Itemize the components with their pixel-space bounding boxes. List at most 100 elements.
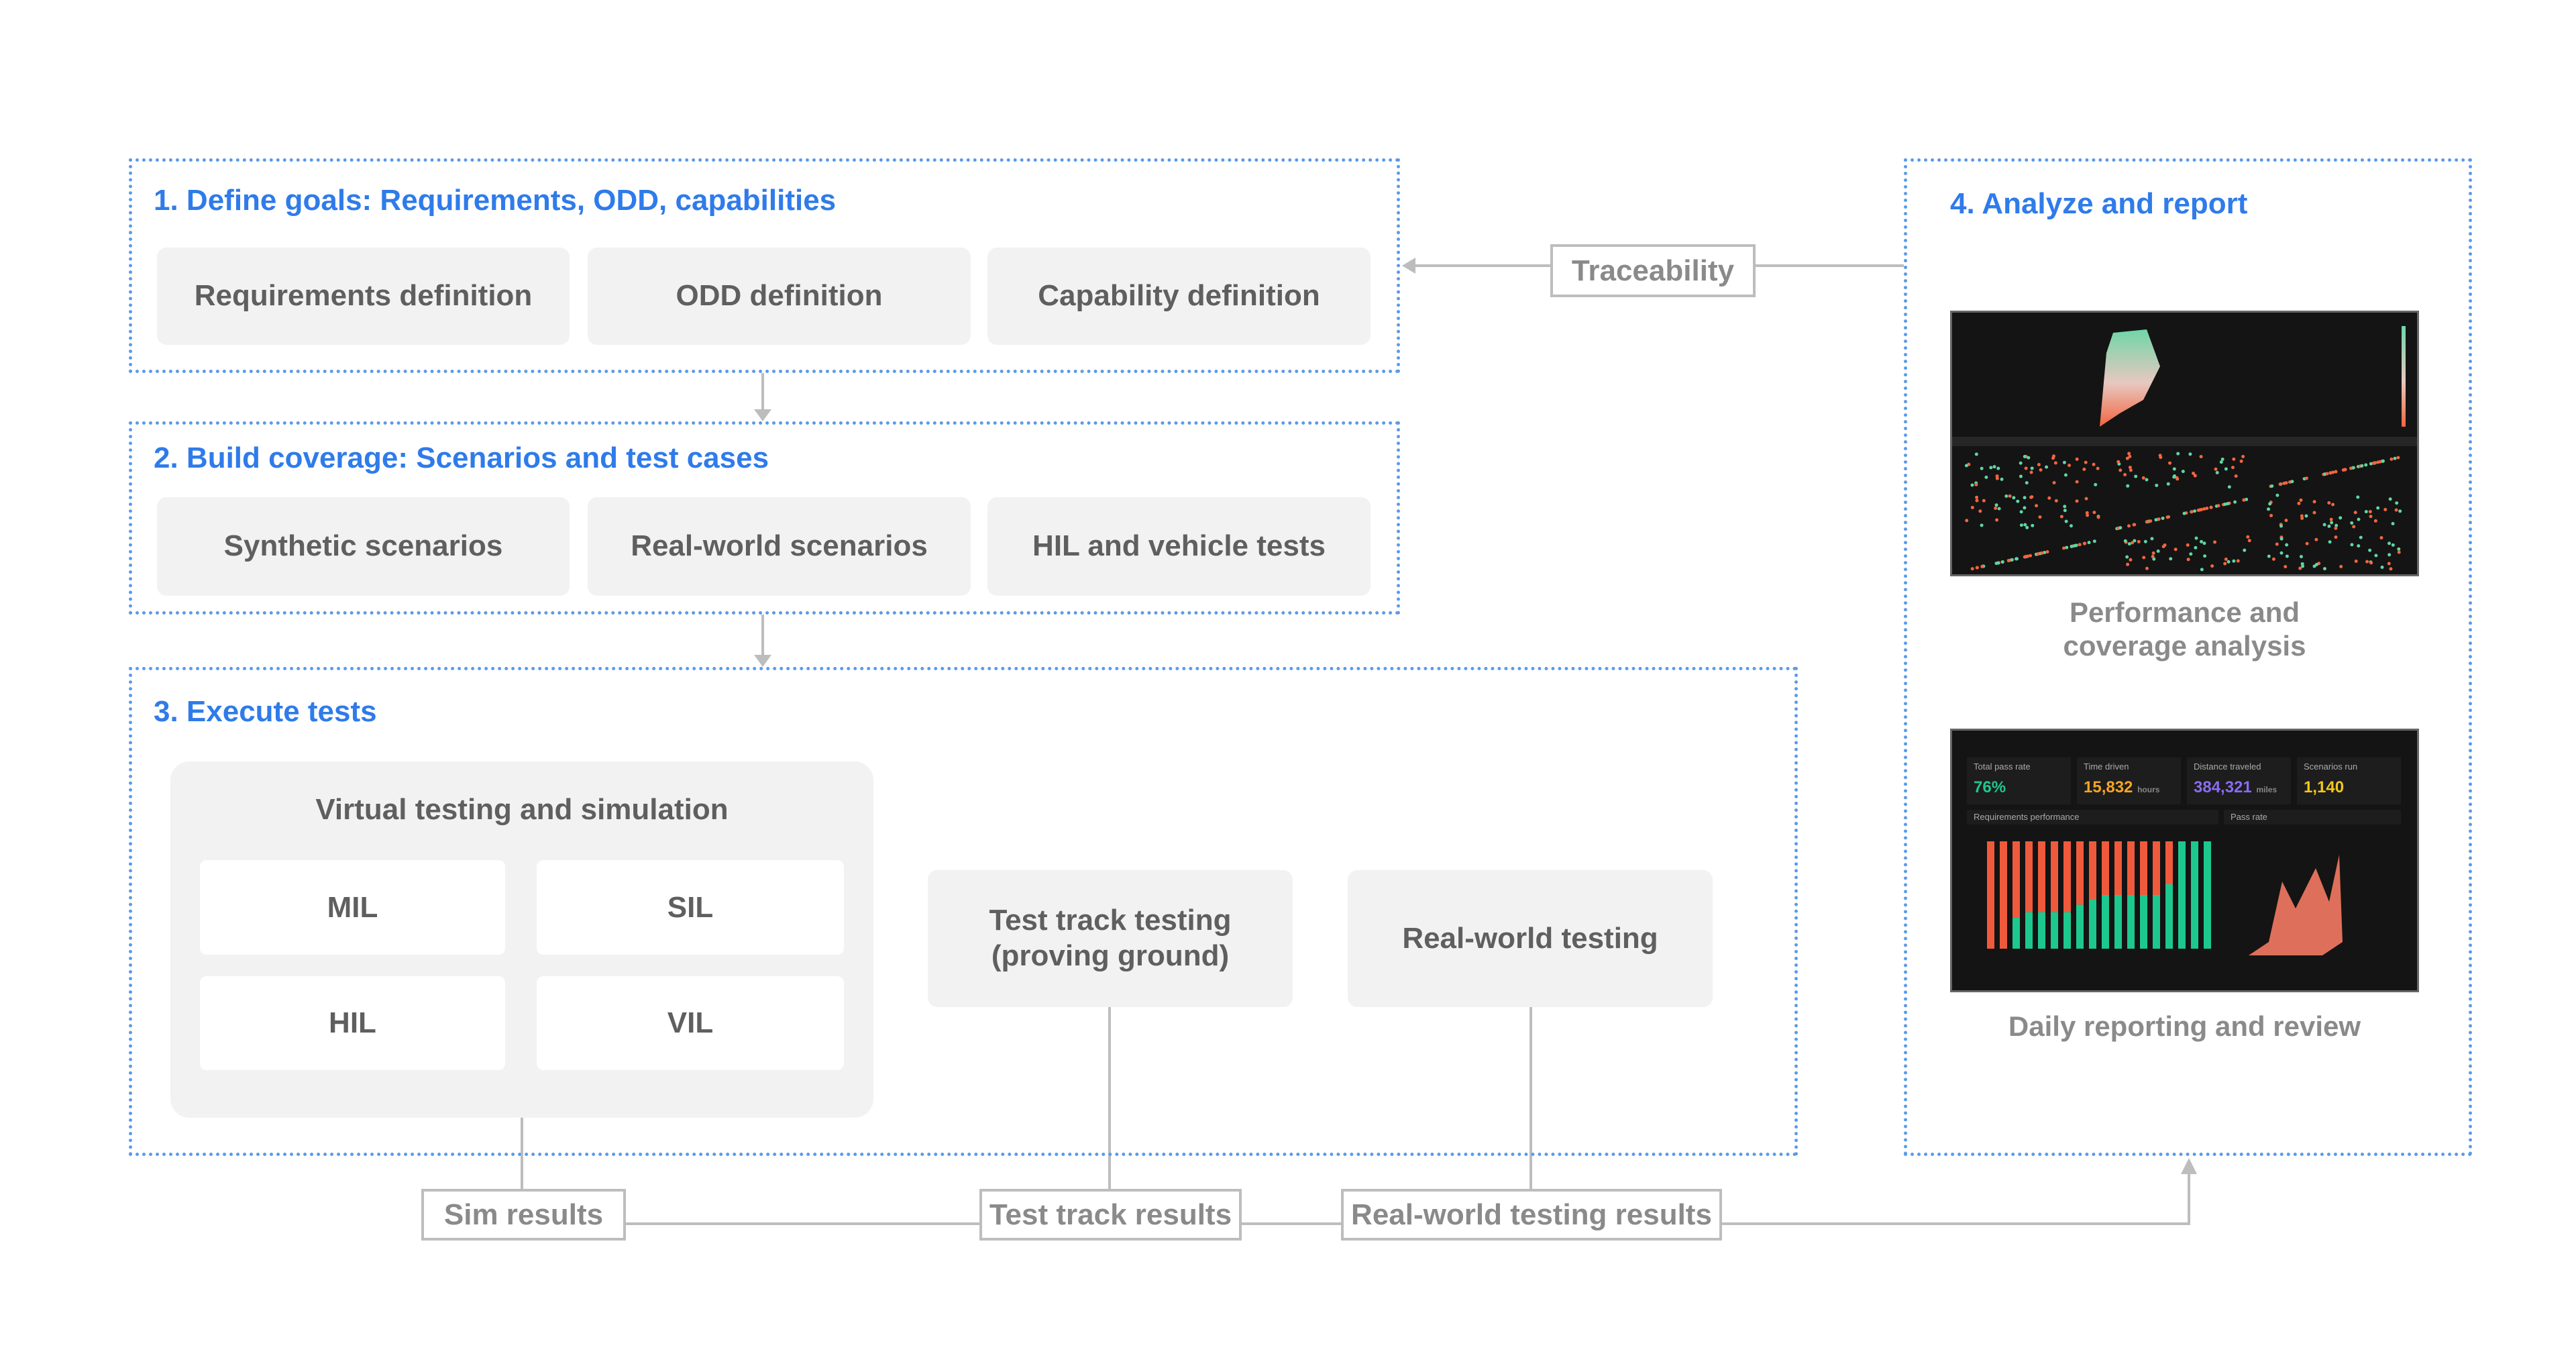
fail-bar bbox=[2051, 841, 2058, 912]
scatter-point bbox=[2096, 466, 2100, 470]
scatter-point bbox=[2393, 456, 2397, 460]
scatter-point bbox=[2282, 481, 2286, 485]
vil-box: VIL bbox=[537, 976, 844, 1070]
scatter-point bbox=[2214, 467, 2218, 471]
scatter-point bbox=[2030, 466, 2034, 470]
virtual-testing-title: Virtual testing and simulation bbox=[315, 793, 729, 826]
scatter-point bbox=[2205, 507, 2209, 511]
scatter-point bbox=[2304, 476, 2308, 480]
scatter-point bbox=[2149, 519, 2153, 523]
scatter-point bbox=[2334, 523, 2339, 527]
scatter-point bbox=[2023, 523, 2027, 527]
scatter-point bbox=[2223, 503, 2227, 507]
scatter-point bbox=[2350, 521, 2354, 525]
scatter-point bbox=[2063, 509, 2067, 513]
scatter-point bbox=[2269, 513, 2273, 517]
scatter-point bbox=[2398, 509, 2402, 513]
scatter-point bbox=[2092, 462, 2096, 466]
scatter-point bbox=[2051, 456, 2055, 460]
pass-bar bbox=[2153, 895, 2160, 949]
fail-bar bbox=[2076, 841, 2084, 905]
scatter-point bbox=[2159, 456, 2163, 460]
scatter-point bbox=[1995, 518, 1999, 522]
scatter-point bbox=[2304, 514, 2308, 518]
fail-bar bbox=[2140, 841, 2147, 895]
scatter-point bbox=[2070, 544, 2074, 548]
scatter-point bbox=[2325, 472, 2329, 476]
scatter-point bbox=[2063, 473, 2068, 477]
scatter-point bbox=[2334, 470, 2338, 474]
scatter-point bbox=[2267, 507, 2271, 511]
scatter-point bbox=[2331, 503, 2335, 507]
scatter-point bbox=[2380, 565, 2384, 569]
scatter-point bbox=[2220, 458, 2224, 462]
scatter-point bbox=[2351, 466, 2355, 470]
scatter-point bbox=[1980, 564, 1984, 568]
scatter-point bbox=[2390, 457, 2394, 461]
scatter-point bbox=[2019, 461, 2023, 465]
test-track-results-label: Test track results bbox=[979, 1189, 1242, 1241]
pass-bar bbox=[2102, 895, 2109, 949]
scatter-point bbox=[2334, 526, 2338, 530]
pass-bar bbox=[2089, 899, 2096, 949]
scatter-point bbox=[2200, 507, 2204, 511]
scatter-point bbox=[2037, 463, 2041, 467]
scatter-point bbox=[2134, 474, 2138, 478]
scatter-point bbox=[2353, 511, 2357, 515]
scatter-point bbox=[2068, 464, 2072, 468]
sil-box: SIL bbox=[537, 860, 844, 955]
test-track-testing: Test track testing (proving ground) bbox=[928, 870, 1293, 1007]
scatter-point bbox=[2285, 554, 2289, 558]
scatter-point bbox=[2374, 554, 2378, 558]
scatter-point bbox=[2019, 510, 2023, 514]
scatter-point bbox=[2127, 542, 2131, 546]
fail-bar bbox=[2165, 841, 2173, 884]
scatter-point bbox=[2202, 541, 2206, 545]
scatter-point bbox=[1970, 505, 1974, 509]
pass-rate-surface bbox=[2249, 855, 2343, 955]
scatter-point bbox=[2200, 539, 2204, 543]
scatter-point bbox=[2023, 555, 2027, 559]
section3-title: 3. Execute tests bbox=[154, 695, 377, 728]
scatter-point bbox=[1980, 466, 1984, 470]
scatter-point bbox=[2010, 558, 2014, 562]
scatter-point bbox=[2023, 496, 2027, 500]
pass-bar bbox=[2178, 841, 2186, 949]
scatter-point bbox=[2040, 551, 2044, 555]
scatter-point bbox=[2052, 480, 2056, 484]
scatter-point bbox=[1996, 466, 2000, 470]
scatter-point bbox=[2368, 548, 2372, 552]
daily-caption: Daily reporting and review bbox=[2008, 1010, 2361, 1042]
scatter-point bbox=[2236, 559, 2240, 563]
scatter-point bbox=[2019, 523, 2023, 527]
scatter-point bbox=[2045, 550, 2049, 554]
scatter-point bbox=[2192, 472, 2196, 476]
scatter-point bbox=[2025, 481, 2029, 485]
scatter-point bbox=[2000, 477, 2004, 481]
scatter-point bbox=[2188, 452, 2192, 456]
scatter-point bbox=[2166, 482, 2170, 486]
pass-bar bbox=[2127, 895, 2135, 949]
scatter-point bbox=[2209, 505, 2213, 509]
scatter-point bbox=[2029, 470, 2033, 474]
scatter-point bbox=[2216, 504, 2220, 508]
scatter-point bbox=[2364, 463, 2368, 467]
scatter-point bbox=[2284, 519, 2288, 523]
scatter-point bbox=[2145, 520, 2149, 524]
scatter-point bbox=[2023, 454, 2027, 458]
scatter-point bbox=[2023, 506, 2027, 510]
scatter-point bbox=[2312, 511, 2316, 515]
scatter-point bbox=[2084, 460, 2088, 464]
scatter-point bbox=[2190, 510, 2194, 514]
scatter-point bbox=[2039, 468, 2043, 472]
scatter-point bbox=[2118, 526, 2123, 530]
scatter-point bbox=[2084, 496, 2088, 501]
scatter-point bbox=[1992, 465, 1996, 469]
scatter-point bbox=[2242, 498, 2246, 502]
scatter-point bbox=[2200, 568, 2204, 572]
section4-title: 4. Analyze and report bbox=[1950, 187, 2248, 220]
scatter-point bbox=[2094, 482, 2098, 486]
scatter-point bbox=[2373, 519, 2377, 523]
